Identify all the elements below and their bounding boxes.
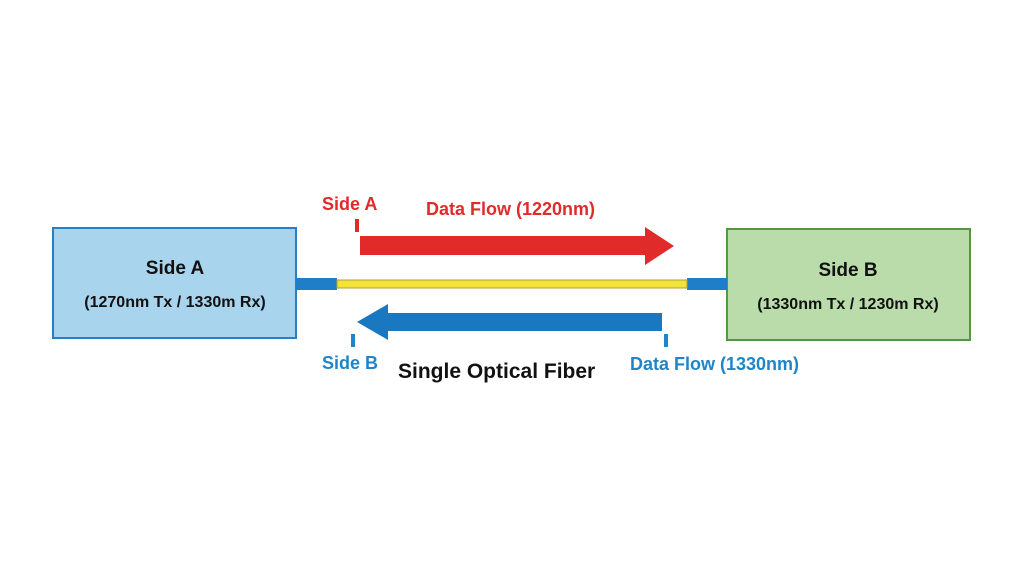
- side-b-subtitle: (1330nm Tx / 1230m Rx): [757, 296, 938, 313]
- connector-right: [687, 278, 727, 290]
- side-a-tick: [355, 219, 359, 232]
- data-flow-tick: [664, 334, 668, 347]
- side-b-box: [726, 228, 971, 341]
- data-flow-arrow-right: [360, 227, 674, 265]
- data-flow-arrow-left: [357, 304, 662, 340]
- optical-fiber: [336, 279, 688, 289]
- side-a-box: [52, 227, 297, 339]
- side-b-tick: [351, 334, 355, 347]
- fiber-caption: Single Optical Fiber: [398, 360, 595, 383]
- top-flow-label: Data Flow (1220nm): [426, 199, 595, 219]
- bottom-flow-label: Data Flow (1330nm): [630, 354, 799, 374]
- top-side-label: Side A: [322, 194, 377, 214]
- bottom-side-label: Side B: [322, 353, 378, 373]
- side-b-title: Side B: [818, 260, 877, 281]
- side-a-subtitle: (1270nm Tx / 1330m Rx): [84, 294, 265, 311]
- connector-left: [296, 278, 337, 290]
- side-a-title: Side A: [146, 258, 205, 279]
